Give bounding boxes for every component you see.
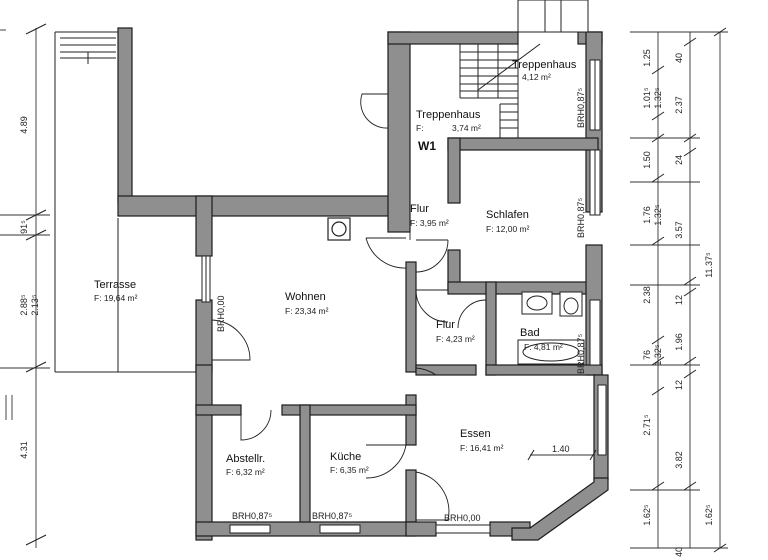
room-area-treppenhaus-oben: 4,12 m² [522, 72, 551, 82]
room-name-treppenhaus: Treppenhaus [416, 109, 481, 121]
right-dim-c1-6: 1.32⁵ [653, 204, 663, 226]
room-name-treppenhaus-oben: Treppenhaus [512, 59, 577, 71]
right-dim-c1-1: 1.25 [642, 49, 652, 67]
room-area-treppenhaus: 3,74 m² [452, 123, 481, 133]
staircase [459, 43, 541, 138]
room-area-essen: F: 16,41 m² [460, 443, 504, 453]
right-dim-c1-12: 1.62⁵ [642, 504, 652, 526]
room-area-prefix-treppenhaus: F: [416, 123, 424, 133]
brh-label-essen: BRH0,00 [444, 513, 481, 523]
brh-label-abstellr: BRH0,87⁵ [232, 511, 273, 521]
right-dim-total: 11.37⁵ [704, 252, 714, 278]
room-area-bad: F: 4,81 m² [524, 342, 563, 352]
right-dim-c2-2: 2.37 [674, 96, 684, 114]
right-dim-c1-9: 1.32⁵ [653, 344, 663, 366]
room-name-kueche: Küche [330, 451, 361, 463]
essen-dimension-value: 1.40 [552, 444, 570, 454]
room-name-terrasse: Terrasse [94, 279, 136, 291]
left-dim-3: 2.88⁵ [19, 294, 29, 316]
brh-label-schlafen: BRH0,87⁵ [576, 197, 586, 238]
left-dim-2: 91⁵ [19, 220, 29, 234]
right-dim-c2-6: 1.96 [674, 333, 684, 351]
room-area-flur-unten: F: 4,23 m² [436, 334, 475, 344]
room-name-bad: Bad [520, 327, 540, 339]
right-dim-c1-11: 3.82 [674, 451, 684, 469]
room-area-abstellr: F: 6,32 m² [226, 467, 265, 477]
window-label-w1: W1 [418, 139, 436, 153]
right-dim-c1-5: 1.76 [642, 206, 652, 224]
bathroom-fixtures [517, 291, 585, 365]
right-dim-c2-4: 3.57 [674, 221, 684, 239]
brh-label-kueche: BRH0,87⁵ [312, 511, 353, 521]
right-dimension-chains [630, 27, 728, 553]
room-area-terrasse: F: 19,64 m² [94, 293, 138, 303]
room-name-flur-oben: Flur [410, 203, 429, 215]
right-dim-c1-10: 2.71⁵ [642, 414, 652, 436]
right-dim-c2-8: 1.62⁵ [704, 504, 714, 526]
left-dim-5: 4.31 [19, 441, 29, 459]
room-area-schlafen: F: 12,00 m² [486, 224, 530, 234]
right-dim-c1-3: 1.32⁵ [653, 87, 663, 109]
door-swings [211, 93, 487, 521]
essen-dimension-line [527, 449, 597, 461]
left-dim-4: 2.13⁵ [30, 294, 40, 316]
right-dim-c2-5: 12 [674, 295, 684, 305]
brh-label-treppenhaus: BRH0,87⁵ [576, 87, 586, 128]
room-name-wohnen: Wohnen [285, 291, 326, 303]
brh-label-wohnen: BRH0,00 [216, 295, 226, 332]
right-dim-c1-2: 1.01⁵ [642, 87, 652, 109]
brh-label-bad: BRH0,87⁵ [576, 333, 586, 374]
right-dim-c1-7: 2.38 [642, 286, 652, 304]
walls [117, 27, 609, 541]
left-dim-1: 4.89 [19, 116, 29, 134]
chimney-icon [327, 217, 351, 241]
room-name-abstellr: Abstellr. [226, 453, 265, 465]
right-dim-c1-4: 1.50 [642, 151, 652, 169]
room-area-flur-oben: F: 3,95 m² [410, 218, 449, 228]
left-dimension-chain [0, 23, 50, 548]
right-dim-c2-7: 12 [674, 380, 684, 390]
room-area-kueche: F: 6,35 m² [330, 465, 369, 475]
right-dim-c1-8: 76 [642, 350, 652, 360]
right-dim-c2-3: 24 [674, 155, 684, 165]
room-name-flur-unten: Flur [436, 319, 455, 331]
room-area-wohnen: F: 23,34 m² [285, 306, 329, 316]
room-name-essen: Essen [460, 428, 491, 440]
room-name-schlafen: Schlafen [486, 209, 529, 221]
right-dim-c2-9: 40 [674, 547, 684, 557]
window-marks [201, 0, 607, 534]
right-dim-c2-1: 40 [674, 53, 684, 63]
terrace-outline [54, 31, 201, 373]
